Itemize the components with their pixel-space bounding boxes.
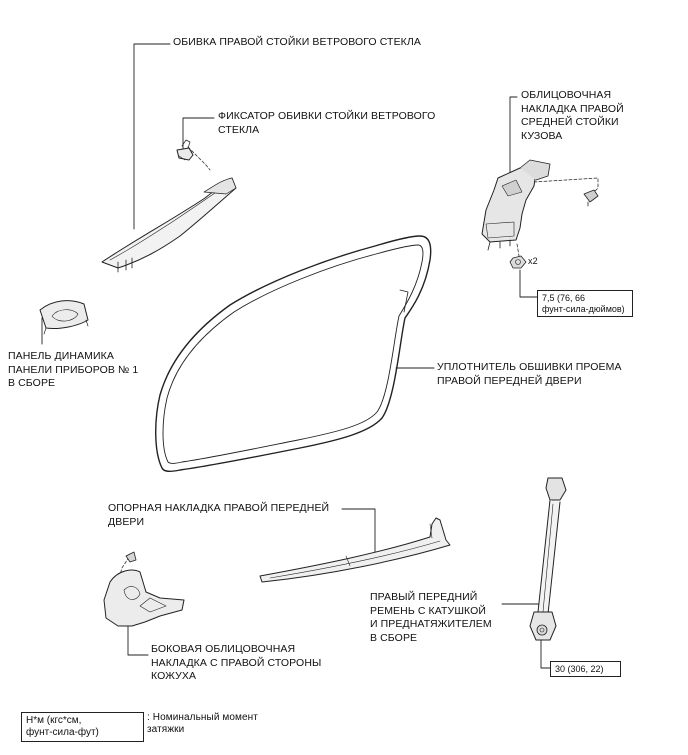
label-a-pillar-clip: ФИКСАТОР ОБИВКИ СТОЙКИ ВЕТРОВОГО СТЕКЛА [218, 110, 436, 136]
label-speaker-panel: ПАНЕЛЬ ДИНАМИКА ПАНЕЛИ ПРИБОРОВ № 1 В СБ… [8, 350, 139, 389]
a-pillar-clip-part [176, 139, 194, 161]
a-pillar-garnish-part [101, 177, 237, 273]
legend-units-box: Н*м (кгс*см, фунт-сила-фут) [21, 712, 144, 742]
b-pillar-bolt [509, 255, 527, 269]
torque-box-seat-belt-bolt: 30 (306, 22) [550, 661, 621, 677]
label-b-pillar-garnish: ОБЛИЦОВОЧНАЯ НАКЛАДКА ПРАВОЙ СРЕДНЕЙ СТО… [521, 89, 624, 142]
legend-description: : Номинальный момент затяжки [147, 712, 258, 735]
seat-belt-part [529, 477, 567, 641]
speaker-panel-part [39, 300, 89, 335]
scuff-plate-part [259, 517, 451, 583]
torque-box-b-pillar-bolt: 7,5 (76, 66 фунт-сила-дюймов) [537, 290, 633, 317]
label-seat-belt: ПРАВЫЙ ПЕРЕДНИЙ РЕМЕНЬ С КАТУШКОЙ И ПРЕД… [370, 591, 492, 644]
label-a-pillar-garnish: ОБИВКА ПРАВОЙ СТОЙКИ ВЕТРОВОГО СТЕКЛА [173, 36, 421, 48]
label-door-weatherstrip: УПЛОТНИТЕЛЬ ОБШИВКИ ПРОЕМА ПРАВОЙ ПЕРЕДН… [437, 361, 622, 387]
b-pillar-garnish-part [481, 159, 599, 251]
leader-lines [41, 43, 551, 669]
quantity-label: x2 [528, 256, 538, 266]
cowl-side-trim-part [103, 551, 185, 627]
door-weatherstrip-part [155, 235, 432, 473]
label-cowl-side-trim: БОКОВАЯ ОБЛИЦОВОЧНАЯ НАКЛАДКА С ПРАВОЙ С… [151, 643, 322, 682]
label-scuff-plate: ОПОРНАЯ НАКЛАДКА ПРАВОЙ ПЕРЕДНЕЙ ДВЕРИ [108, 502, 330, 528]
